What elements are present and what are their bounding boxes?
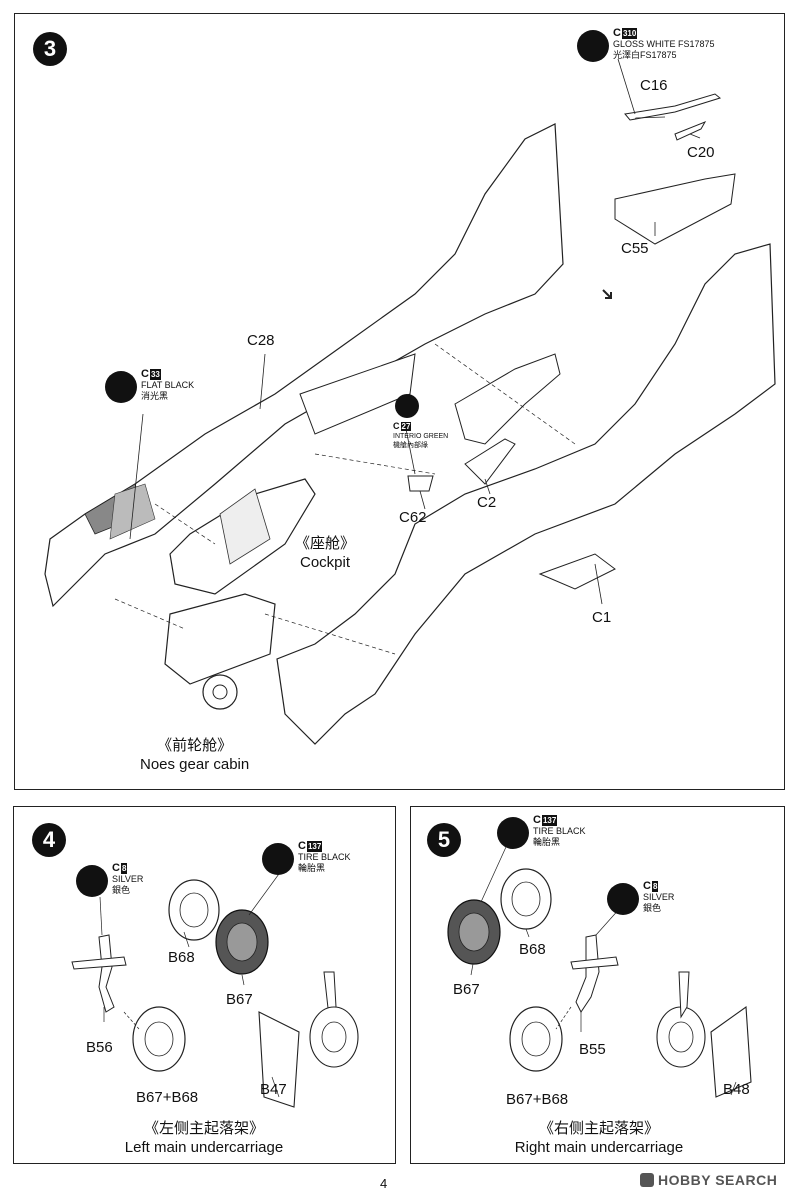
page-number: 4 xyxy=(380,1176,388,1191)
part-label-c55: C55 xyxy=(621,240,649,257)
paint-name-cn: 銀色 xyxy=(112,885,131,895)
hobby-search-watermark: HOBBY SEARCH xyxy=(640,1172,777,1188)
nose-gear-caption: 《前轮舱》 Noes gear cabin xyxy=(140,736,249,774)
part-label-b67: B67 xyxy=(453,981,480,998)
part-c62-shape xyxy=(407,475,434,492)
fuselage-left-half-c28 xyxy=(44,123,564,608)
paint-name-cn: 光澤白FS17875 xyxy=(613,50,677,60)
step-number-3: 3 xyxy=(33,32,67,66)
step-number-4: 4 xyxy=(32,823,66,857)
step-number-5: 5 xyxy=(427,823,461,857)
right-undercarriage-caption-cn: 《右侧主起落架》 xyxy=(538,1120,659,1137)
cockpit-caption-en: Cockpit xyxy=(299,554,351,571)
nose-gear-caption-cn: 《前轮舱》 xyxy=(157,737,233,754)
part-label-b68: B68 xyxy=(168,949,195,966)
part-label-c1: C1 xyxy=(592,609,612,626)
paint-brush-icon xyxy=(577,30,609,62)
left-undercarriage-caption: 《左侧主起落架》 Left main undercarriage xyxy=(124,1119,284,1157)
part-label-b68: B68 xyxy=(519,941,546,958)
part-c55-shape xyxy=(614,173,736,245)
paint-brush-icon xyxy=(607,883,639,915)
paint-name-en: FLAT BLACK xyxy=(141,380,195,390)
part-label-b67-b68: B67+B68 xyxy=(136,1089,199,1106)
part-label-c16: C16 xyxy=(640,77,668,94)
paint-name-cn: 輪胎黑 xyxy=(298,863,326,873)
part-label-b48: B48 xyxy=(723,1081,750,1098)
part-label-c20: C20 xyxy=(687,144,715,161)
part-label-b56: B56 xyxy=(86,1039,113,1056)
step-5-drawing xyxy=(447,846,752,1098)
part-label-b55: B55 xyxy=(579,1041,606,1058)
paint-name-cn: 機艙內部綠 xyxy=(393,442,428,449)
paint-brush-icon xyxy=(105,371,137,403)
cockpit-caption: 《座舱》 Cockpit xyxy=(295,534,355,572)
hobby-search-logo-icon xyxy=(640,1173,654,1187)
paint-brush-icon xyxy=(76,865,108,897)
part-label-c2: C2 xyxy=(477,494,497,511)
fuselage-right-half-c1 xyxy=(276,243,776,745)
step-3-drawing xyxy=(44,58,776,745)
paint-name-en: INTERIO GREEN xyxy=(393,433,449,440)
left-undercarriage-caption-en: Left main undercarriage xyxy=(124,1139,284,1156)
paint-name-en: TIRE BLACK xyxy=(533,826,586,836)
nose-gear-bay-shape xyxy=(164,593,276,685)
paint-name-en: GLOSS WHITE FS17875 xyxy=(613,39,715,49)
nose-gear-caption-en: Noes gear cabin xyxy=(140,756,250,773)
paint-name-en: TIRE BLACK xyxy=(298,852,351,862)
paint-brush-icon xyxy=(497,817,529,849)
right-undercarriage-caption-en: Right main undercarriage xyxy=(514,1139,684,1156)
right-undercarriage-caption: 《右侧主起落架》 Right main undercarriage xyxy=(509,1119,689,1157)
left-undercarriage-caption-cn: 《左侧主起落架》 xyxy=(143,1120,264,1137)
part-label-c28: C28 xyxy=(247,332,275,349)
part-label-b47: B47 xyxy=(260,1081,287,1098)
paint-name-cn: 輪胎黑 xyxy=(533,837,561,847)
paint-brush-icon xyxy=(395,394,419,418)
paint-name-cn: 銀色 xyxy=(643,903,662,913)
part-label-b67: B67 xyxy=(226,991,253,1008)
part-c2-shape xyxy=(464,438,516,485)
cockpit-caption-cn: 《座舱》 xyxy=(295,535,356,552)
part-label-b67-b68: B67+B68 xyxy=(506,1091,569,1108)
paint-name-en: SILVER xyxy=(643,892,675,902)
paint-name-en: SILVER xyxy=(112,874,144,884)
paint-brush-icon xyxy=(262,843,294,875)
paint-name-cn: 消光黑 xyxy=(141,391,169,401)
part-label-c62: C62 xyxy=(399,509,427,526)
step-4-drawing xyxy=(71,866,359,1108)
